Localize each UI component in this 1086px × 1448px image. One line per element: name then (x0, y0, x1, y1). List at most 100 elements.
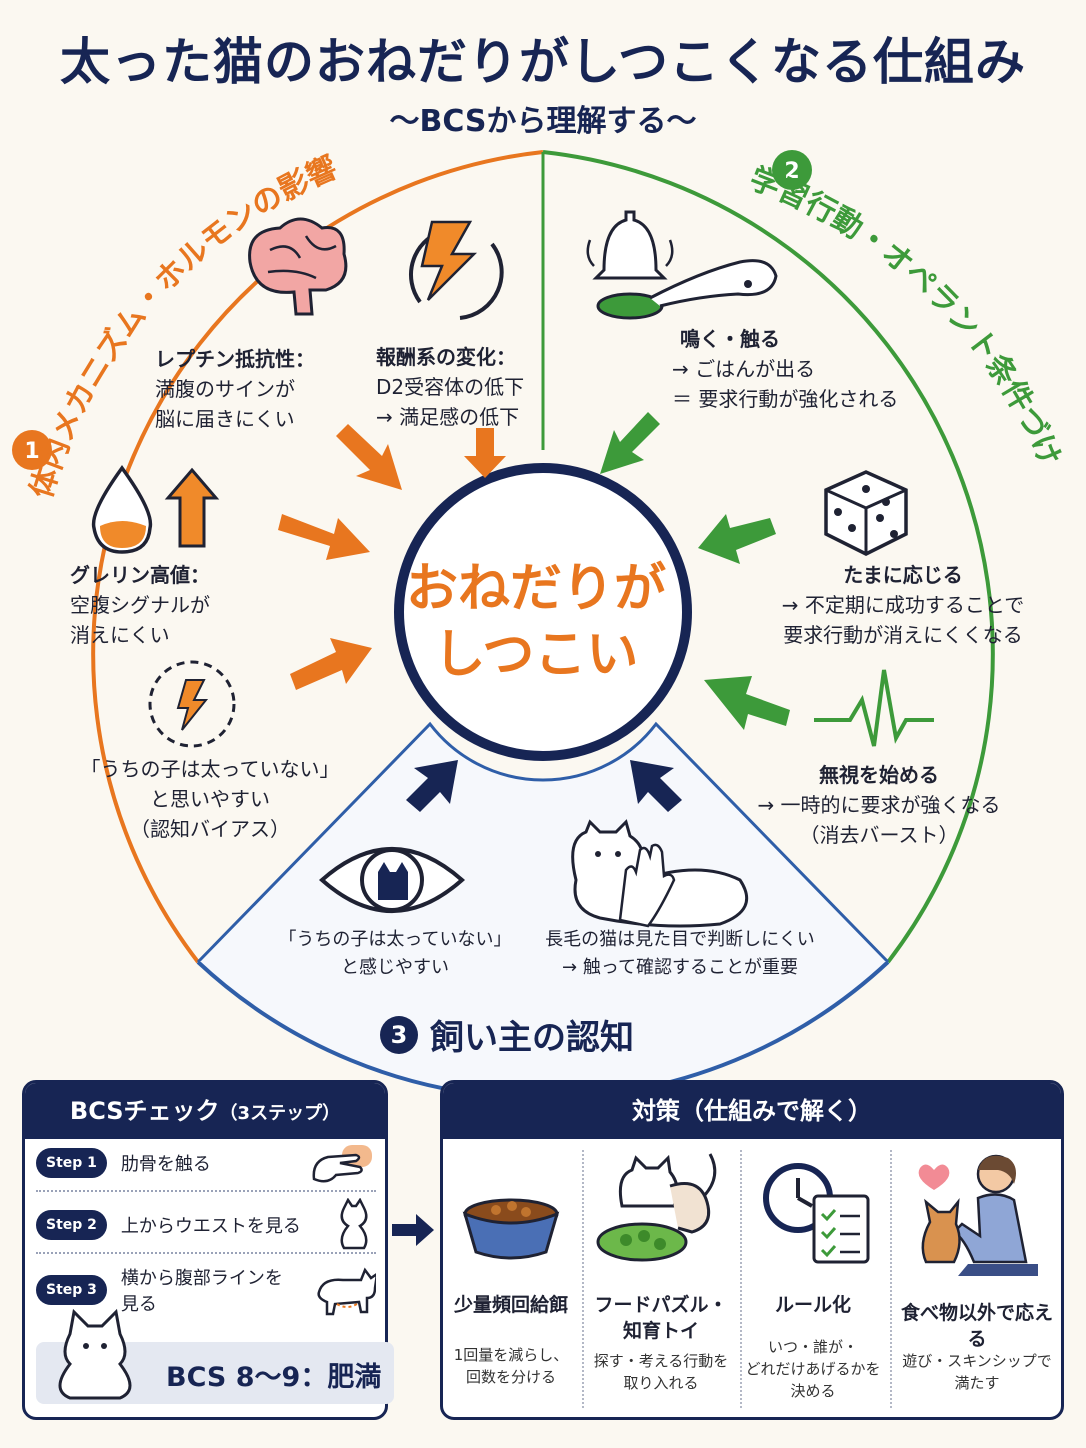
bcs-step-1: Step 1 肋骨を触る (36, 1136, 376, 1192)
bias-line3: （認知バイアス） (130, 817, 290, 841)
owner-petting-icon (918, 1154, 1038, 1276)
food-puzzle-icon (596, 1153, 717, 1262)
cm4-name: 食べ物以外で応える (900, 1302, 1053, 1350)
intermittent-line2: 要求行動が消えにくくなる (783, 623, 1023, 647)
cm3-desc3: 決める (790, 1382, 836, 1400)
food-bowl-icon (462, 1198, 560, 1260)
section1-number: 1 (24, 439, 39, 464)
cm2-desc1: 探す・考える行動を (593, 1352, 729, 1370)
bcs-step-3: Step 3 横から腹部ラインを見る (36, 1262, 376, 1318)
bcs-result-label: BCS 8〜9：肥満 (166, 1362, 382, 1393)
section1-arc (91, 150, 544, 964)
section3-number: 3 (380, 1015, 418, 1054)
bcs-panel-header: BCSチェック（3ステップ） (25, 1083, 385, 1139)
arrow-leptin (336, 424, 402, 490)
reinforce-line2: ＝ 要求行動が強化される (672, 387, 899, 411)
countermeasure-header: 対策（仕組みで解く） (443, 1083, 1061, 1139)
dashed-lightning-icon (148, 660, 236, 748)
countermeasure-desc-1: 1回量を減らし、 回数を分ける (426, 1344, 596, 1388)
bell-button-icon (586, 210, 778, 320)
countermeasure-name-2: フードパズル・ 知育トイ (576, 1292, 746, 1344)
divider (890, 1150, 892, 1408)
cm3-name: ルール化 (774, 1294, 851, 1316)
section3-title: 飼い主の認知 (430, 1018, 634, 1058)
step-label: 肋骨を触る (120, 1154, 211, 1175)
eye-cat-icon (318, 847, 466, 913)
section1-title: 体内メカニズム・ホルモンの影響 (24, 150, 342, 502)
owner-bias-line1: 「うちの子は太っていない」 (278, 929, 512, 950)
lightning-cycle-icon (409, 220, 504, 320)
center-line2: しつこい (433, 625, 639, 685)
center-line1: おねだりが (405, 559, 666, 619)
arrow-ghrelin (278, 514, 370, 560)
intermittent-title: たまに応じる (843, 563, 963, 587)
countermeasure-name-4: 食べ物以外で応える (892, 1300, 1062, 1352)
clock-checklist-icon (763, 1163, 870, 1264)
section1-title-group: 1 体内メカニズム・ホルモンの影響 (12, 150, 342, 502)
item-ghrelin: グレリン高値： 空腹シグナルが 消えにくい (70, 560, 210, 650)
step-label: 横から腹部ラインを見る (120, 1268, 283, 1315)
cm2-desc2: 取り入れる (623, 1374, 699, 1392)
step-badge: Step 3 (36, 1275, 107, 1305)
arrow-intermittent (698, 514, 776, 564)
section2-number-badge (772, 150, 812, 190)
countermeasure-desc-2: 探す・考える行動を 取り入れる (576, 1350, 746, 1394)
section2-title: 学習行動・オペラント条件づけ (745, 161, 1067, 471)
arrow-reward (464, 428, 506, 478)
intermittent-line1: → 不定期に成功することで (781, 593, 1025, 617)
fat-cat-icon (58, 1308, 132, 1400)
reward-line1: D2受容体の低下 (376, 375, 525, 399)
reinforce-title: 鳴く・触る (680, 327, 780, 351)
arrow-extinction (704, 676, 790, 730)
section3-arrows (406, 760, 682, 812)
arrow-bias (290, 638, 372, 690)
divider (740, 1150, 742, 1408)
reward-line2: → 満足感の低下 (376, 405, 520, 429)
bcs-result-box: BCS 8〜9：肥満 (36, 1308, 394, 1404)
leptin-title: レプチン抵抗性： (155, 347, 315, 371)
bcs-step-2: Step 2 上からウエストを見る (36, 1198, 376, 1254)
cm1-desc2: 回数を分ける (465, 1368, 556, 1386)
cm3-desc1: いつ・誰が・ (767, 1338, 858, 1356)
longhair-line2: → 触って確認することが重要 (562, 957, 798, 978)
extinction-line2: （消去バースト） (799, 823, 959, 847)
section2-arc (542, 150, 995, 964)
item-leptin: レプチン抵抗性： 満腹のサインが 脳に届きにくい (155, 344, 315, 434)
cm2-name1: フードパズル・ (594, 1294, 728, 1316)
section2-arrows (600, 412, 790, 730)
page-title: 太った猫のおねだりがしつこくなる仕組み (60, 33, 1026, 91)
cm4-desc2: 満たす (954, 1374, 1000, 1392)
arrow-longhair (630, 760, 682, 812)
cm3-desc2: どれだけあげるかを (745, 1360, 881, 1378)
longhair-cat-icon (571, 819, 749, 928)
item-bias: 「うちの子は太っていない」 と思いやすい （認知バイアス） (80, 754, 340, 844)
bcs-title-note: （3ステップ） (219, 1103, 341, 1124)
cat-top-icon (340, 1198, 368, 1250)
countermeasure-name-1: 少量頻回給餌 (426, 1292, 596, 1318)
longhair-line1: 長毛の猫は見た目で判断しにくい (545, 929, 815, 950)
countermeasure-name-3: ルール化 (728, 1292, 898, 1318)
step-badge: Step 1 (36, 1148, 107, 1178)
leptin-line2: 脳に届きにくい (155, 407, 295, 431)
section3-title-group: 3 飼い主の認知 (380, 1010, 634, 1059)
extinction-line1: → 一時的に要求が強くなる (757, 793, 1001, 817)
countermeasure-title-note: （仕組みで解く） (680, 1097, 872, 1125)
page-subtitle: 〜BCSから理解する〜 (389, 104, 697, 139)
extinction-title: 無視を始める (819, 763, 939, 787)
leptin-line1: 満腹のサインが (155, 377, 295, 401)
brain-icon (248, 217, 348, 316)
cat-side-icon (317, 1267, 376, 1316)
cm1-desc1: 1回量を減らし、 (453, 1346, 569, 1364)
section1-arrows (278, 424, 506, 690)
center-circle (394, 463, 692, 761)
owner-bias-line2: と感じやすい (341, 957, 449, 978)
item-reinforce: 鳴く・触る → ごはんが出る ＝ 要求行動が強化される (672, 324, 898, 414)
ghrelin-line2: 消えにくい (70, 623, 170, 647)
ghrelin-line1: 空腹シグナルが (70, 593, 210, 617)
reward-title: 報酬系の変化： (376, 345, 516, 369)
item-reward: 報酬系の変化： D2受容体の低下 → 満足感の低下 (376, 342, 524, 432)
item-extinction: 無視を始める → 一時的に要求が強くなる （消去バースト） (752, 760, 1006, 850)
item-longhair: 長毛の猫は見た目で判断しにくい → 触って確認することが重要 (530, 926, 830, 982)
countermeasure-desc-3: いつ・誰が・ どれだけあげるかを 決める (728, 1336, 898, 1402)
